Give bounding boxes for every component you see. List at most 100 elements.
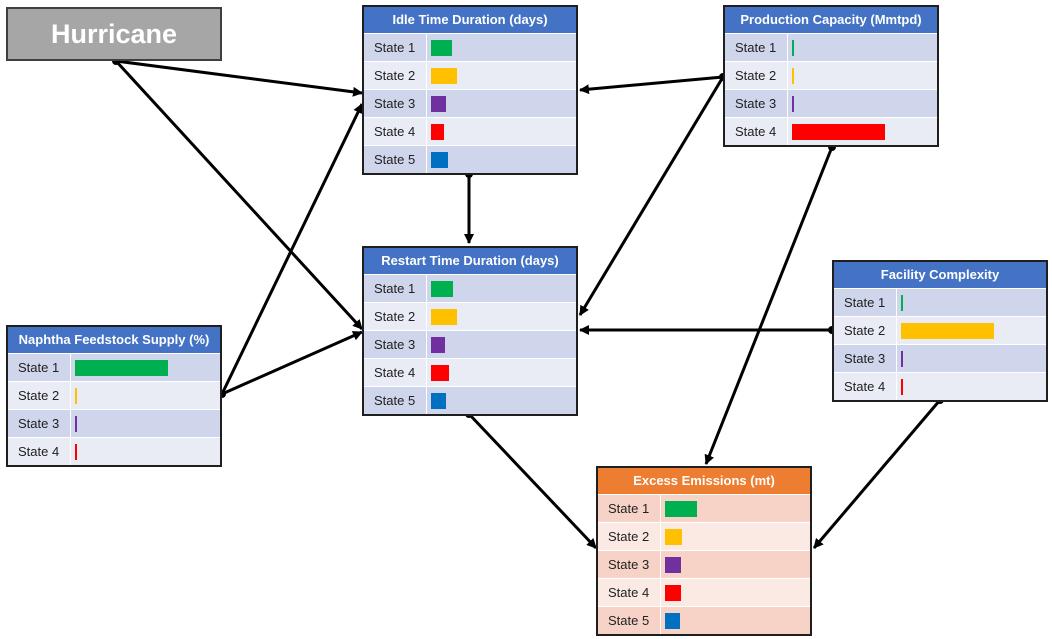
state-label: State 3 [844,351,886,366]
state-probability-bar [75,360,169,376]
state-label: State 2 [608,529,650,544]
state-probability-bar [665,585,682,601]
state-row: State 4 [8,437,220,465]
state-row: State 1 [8,353,220,381]
state-probability-bar [431,393,447,409]
state-label: State 2 [18,388,60,403]
state-bar-track [70,382,220,409]
state-row: State 3 [725,89,937,117]
state-row: State 2 [364,302,576,330]
state-label: State 2 [735,68,777,83]
state-row: State 3 [364,330,576,358]
edge-naphtha-to-idle [220,103,364,395]
facility-complexity-title: Facility Complexity [834,262,1046,288]
state-probability-bar [901,323,995,339]
state-bar-track [70,438,220,465]
edge-facility-to-emissions [812,399,942,549]
restart-time-title: Restart Time Duration (days) [364,248,576,274]
state-label: State 5 [608,613,650,628]
state-label: State 4 [18,444,60,459]
state-row: State 4 [598,578,810,606]
state-bar-track [426,146,576,173]
state-bar-track [426,34,576,61]
state-label: State 3 [18,416,60,431]
state-bar-track [70,354,220,381]
state-label: State 1 [18,360,60,375]
state-label: State 1 [735,40,777,55]
state-label: State 3 [608,557,650,572]
idle-time-title: Idle Time Duration (days) [364,7,576,33]
state-probability-bar [901,379,903,395]
state-probability-bar [75,388,77,404]
edge-production-to-idle [579,75,724,95]
hurricane-node: Hurricane [6,7,222,61]
state-probability-bar [665,529,683,545]
hurricane-label: Hurricane [50,18,178,49]
state-probability-bar [901,351,903,367]
state-row: State 2 [598,522,810,550]
state-row: State 4 [364,358,576,386]
state-probability-bar [792,96,794,112]
state-bar-track [896,345,1046,372]
state-label: State 1 [608,501,650,516]
state-bar-track [660,551,810,578]
state-row: State 3 [8,409,220,437]
state-probability-bar [431,152,449,168]
state-label: State 3 [374,337,416,352]
state-probability-bar [431,40,453,56]
state-probability-bar [431,68,457,84]
state-bar-track [896,289,1046,316]
state-row: State 4 [834,372,1046,400]
state-row: State 1 [364,274,576,302]
state-probability-bar [901,295,903,311]
state-probability-bar [665,501,697,517]
state-row: State 1 [725,33,937,61]
state-label: State 1 [374,40,416,55]
state-bar-track [896,373,1046,400]
state-row: State 3 [598,550,810,578]
state-row: State 5 [364,145,576,173]
edge-restart-to-emissions [467,412,598,550]
state-bar-track [787,62,937,89]
state-row: State 2 [8,381,220,409]
state-probability-bar [665,613,681,629]
state-row: State 3 [834,344,1046,372]
state-row: State 2 [364,61,576,89]
state-probability-bar [431,96,447,112]
edge-production-to-restart [578,76,725,316]
state-probability-bar [431,281,454,297]
state-label: State 2 [844,323,886,338]
state-label: State 3 [735,96,777,111]
state-probability-bar [431,365,450,381]
state-label: State 4 [608,585,650,600]
state-label: State 2 [374,68,416,83]
state-bar-track [426,275,576,302]
state-label: State 4 [844,379,886,394]
state-label: State 1 [374,281,416,296]
facility-complexity-node: Facility Complexity State 1 State 2 State … [832,260,1048,402]
state-bar-track [426,359,576,386]
state-bar-track [426,303,576,330]
state-row: State 5 [364,386,576,414]
state-label: State 4 [735,124,777,139]
state-bar-track [426,118,576,145]
state-label: State 2 [374,309,416,324]
state-probability-bar [792,124,886,140]
state-label: State 1 [844,295,886,310]
idle-time-node: Idle Time Duration (days) State 1 State 2… [362,5,578,175]
state-bar-track [660,579,810,606]
state-probability-bar [431,309,457,325]
state-label: State 5 [374,152,416,167]
state-row: State 2 [834,316,1046,344]
state-bar-track [787,90,937,117]
state-bar-track [70,410,220,437]
state-row: State 3 [364,89,576,117]
state-label: State 5 [374,393,416,408]
state-bar-track [660,523,810,550]
state-bar-track [896,317,1046,344]
state-row: State 2 [725,61,937,89]
edge-production-to-emissions [704,146,834,465]
state-row: State 1 [834,288,1046,316]
